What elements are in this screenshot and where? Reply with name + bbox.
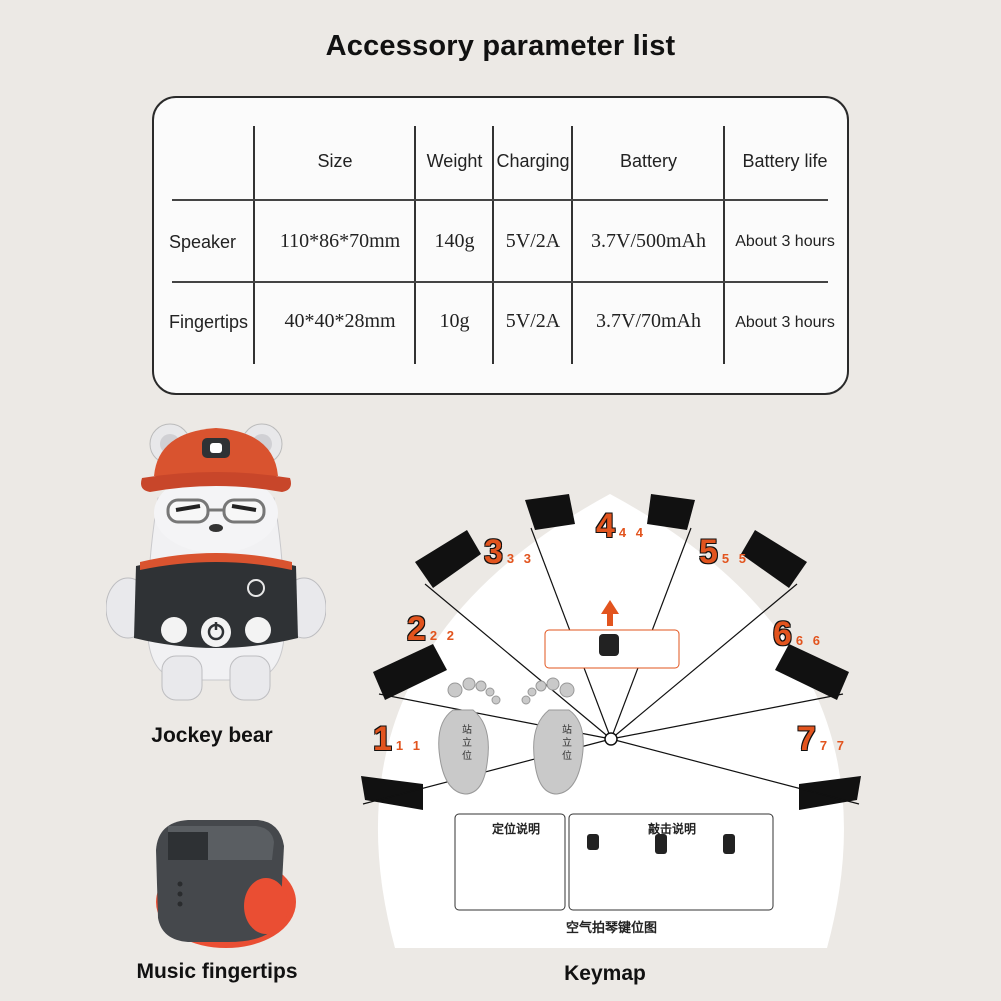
cell-weight: 10g bbox=[439, 309, 470, 332]
fingertips-caption: Music fingertips bbox=[136, 960, 298, 983]
jockey-bear-image bbox=[106, 423, 326, 701]
table-divider bbox=[253, 126, 255, 364]
parameter-table-card bbox=[152, 96, 849, 395]
cell-battery-life: About 3 hours bbox=[735, 233, 835, 250]
left-foot-label: 站立位 bbox=[462, 725, 472, 762]
cell-charging: 5V/2A bbox=[505, 229, 561, 252]
header-battery-life: Battery life bbox=[742, 150, 828, 171]
table-divider bbox=[172, 281, 828, 283]
cell-battery: 3.7V/70mAh bbox=[596, 309, 701, 332]
bear-caption: Jockey bear bbox=[151, 724, 273, 747]
row-name: Fingertips bbox=[169, 311, 249, 332]
table-divider bbox=[414, 126, 416, 364]
positioning-panel-title: 定位说明 bbox=[492, 822, 541, 836]
tapping-panel-title: 敲击说明 bbox=[648, 822, 697, 836]
table-divider bbox=[723, 126, 725, 364]
keymap-caption: Keymap bbox=[564, 962, 646, 985]
keymap-bottom-title: 空气拍琴键位图 bbox=[566, 920, 658, 935]
header-weight: Weight bbox=[426, 150, 483, 171]
table-divider bbox=[571, 126, 573, 364]
fingertip-ring-image bbox=[156, 820, 296, 948]
cell-weight: 140g bbox=[434, 229, 475, 252]
cell-battery-life: About 3 hours bbox=[735, 314, 835, 331]
right-foot-label: 站立位 bbox=[562, 725, 572, 762]
page-title: Accessory parameter list bbox=[325, 30, 676, 62]
cell-size: 110*86*70mm bbox=[279, 229, 401, 252]
cell-size: 40*40*28mm bbox=[284, 309, 396, 332]
row-name: Speaker bbox=[169, 231, 237, 252]
table-divider bbox=[172, 199, 828, 201]
table-divider bbox=[492, 126, 494, 364]
cell-battery: 3.7V/500mAh bbox=[591, 229, 706, 252]
header-size: Size bbox=[317, 150, 353, 171]
keymap-image bbox=[361, 494, 861, 948]
cell-charging: 5V/2A bbox=[505, 309, 561, 332]
header-battery: Battery bbox=[619, 150, 678, 171]
header-charging: Charging bbox=[496, 150, 570, 171]
